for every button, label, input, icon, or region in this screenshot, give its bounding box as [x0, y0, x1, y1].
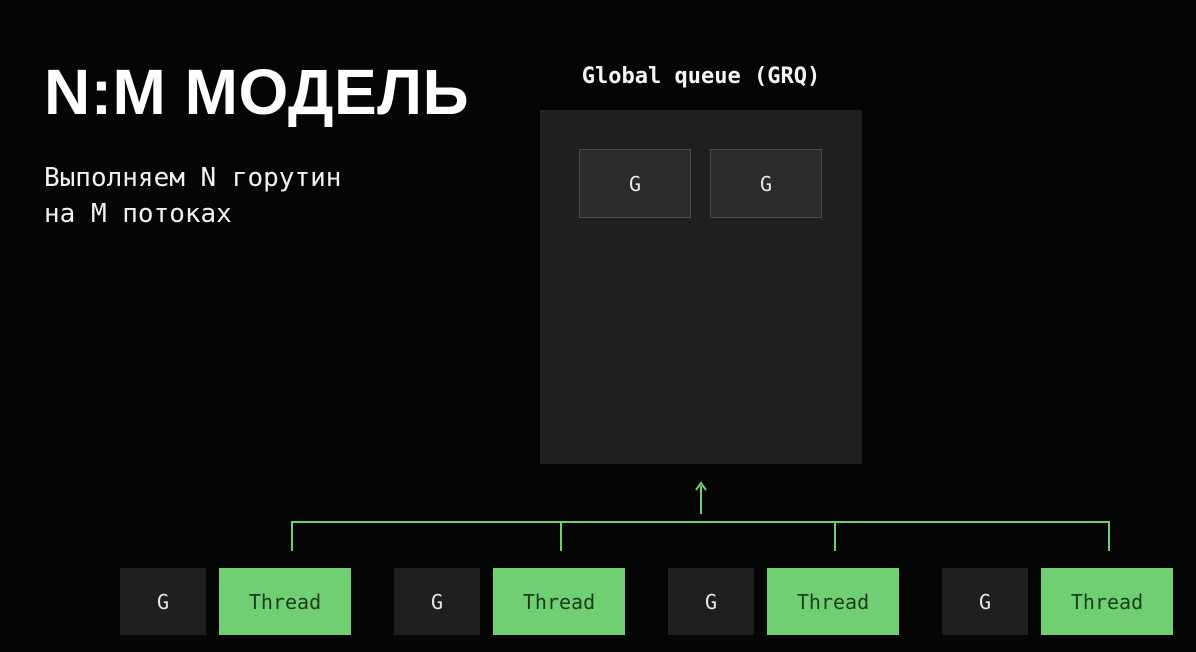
up-arrow-head	[695, 481, 707, 491]
subtitle-line-1: Выполняем N горутин	[44, 163, 342, 193]
worker-2-goroutine: G	[394, 568, 480, 635]
worker-3-thread: Thread	[767, 568, 899, 635]
slide-subtitle: Выполняем N горутин на M потоках	[44, 160, 341, 232]
slide-title: N:M МОДЕЛЬ	[44, 56, 470, 128]
global-queue-goroutine-2: G	[710, 149, 822, 218]
worker-1-thread: Thread	[219, 568, 351, 635]
subtitle-line-2: на M потоках	[44, 199, 232, 229]
worker-2-thread: Thread	[493, 568, 625, 635]
worker-4-thread: Thread	[1041, 568, 1173, 635]
worker-1-goroutine: G	[120, 568, 206, 635]
worker-3-goroutine: G	[668, 568, 754, 635]
worker-4-goroutine: G	[942, 568, 1028, 635]
global-queue-label: Global queue (GRQ)	[581, 64, 821, 89]
global-queue-goroutine-1: G	[579, 149, 691, 218]
global-queue-box: G G	[540, 110, 862, 464]
